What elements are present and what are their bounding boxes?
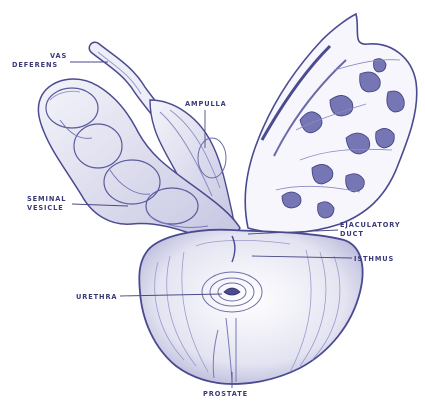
label-ampulla-text: AMPULLA [185,100,227,108]
label-vas-deferens-line1: VAS [50,52,67,60]
label-isthmus-text: ISTHMUS [354,255,394,263]
label-ejaculatory-duct-line1: EJACULATORY [340,221,401,229]
prostate-drawing [139,230,362,384]
label-ejaculatory-duct-line2: DUCT [340,230,364,238]
label-urethra-text: URETHRA [76,293,117,301]
label-prostate-text: PROSTATE [203,390,248,398]
label-seminal-vesicle-line1: SEMINAL [27,195,66,203]
label-seminal-vesicle-line2: VESICLE [27,204,64,212]
sectioned-vesicle-drawing [245,14,417,233]
label-vas-deferens-line2: DEFERENS [12,61,58,69]
